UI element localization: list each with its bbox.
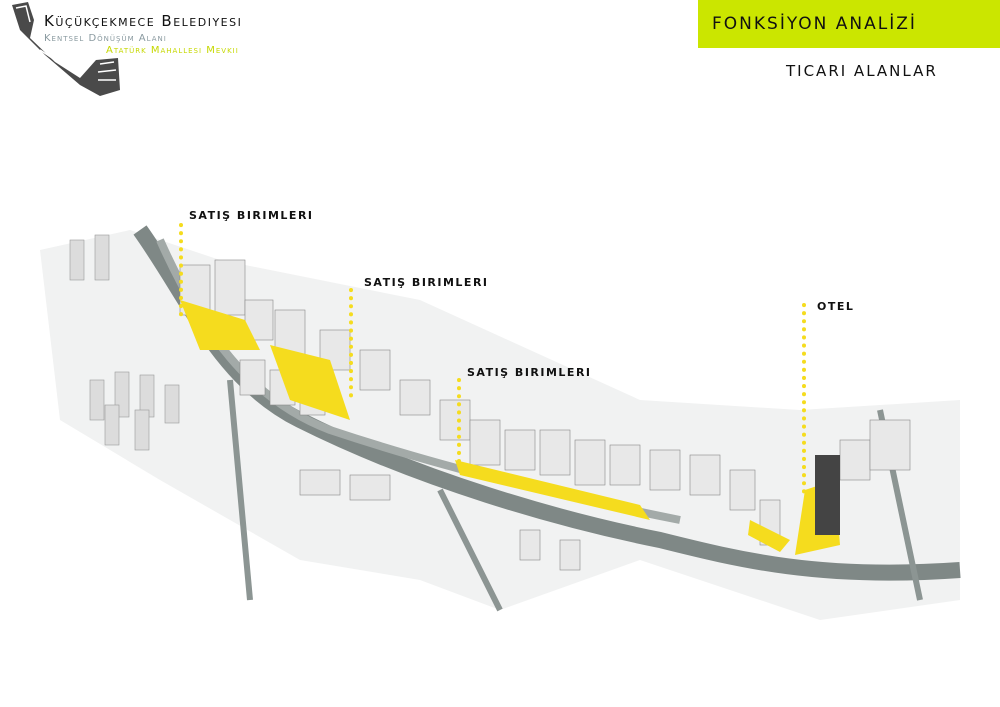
project-title: Kentsel Dönüşüm Alanı xyxy=(44,33,167,44)
location-title: Atatürk Mahallesi Mevkii xyxy=(106,45,239,56)
page-subtitle: TICARI ALANLAR xyxy=(786,62,938,80)
leader-lines xyxy=(179,223,806,497)
banner-title: FONKSİYON ANALİZİ xyxy=(712,14,917,34)
annotation-sales-units-3: SATIŞ BIRIMLERI xyxy=(467,366,592,379)
residential-towers xyxy=(69,234,180,451)
section-banner: FONKSİYON ANALİZİ xyxy=(698,0,1000,48)
annotation-sales-units-1: SATIŞ BIRIMLERI xyxy=(189,209,314,222)
annotation-hotel: OTEL xyxy=(817,300,855,313)
site-plan-logo xyxy=(12,2,120,96)
annotation-sales-units-2: SATIŞ BIRIMLERI xyxy=(364,276,489,289)
hotel-tower xyxy=(815,455,840,535)
municipality-title: Küçükçekmece Belediyesi xyxy=(44,12,243,30)
